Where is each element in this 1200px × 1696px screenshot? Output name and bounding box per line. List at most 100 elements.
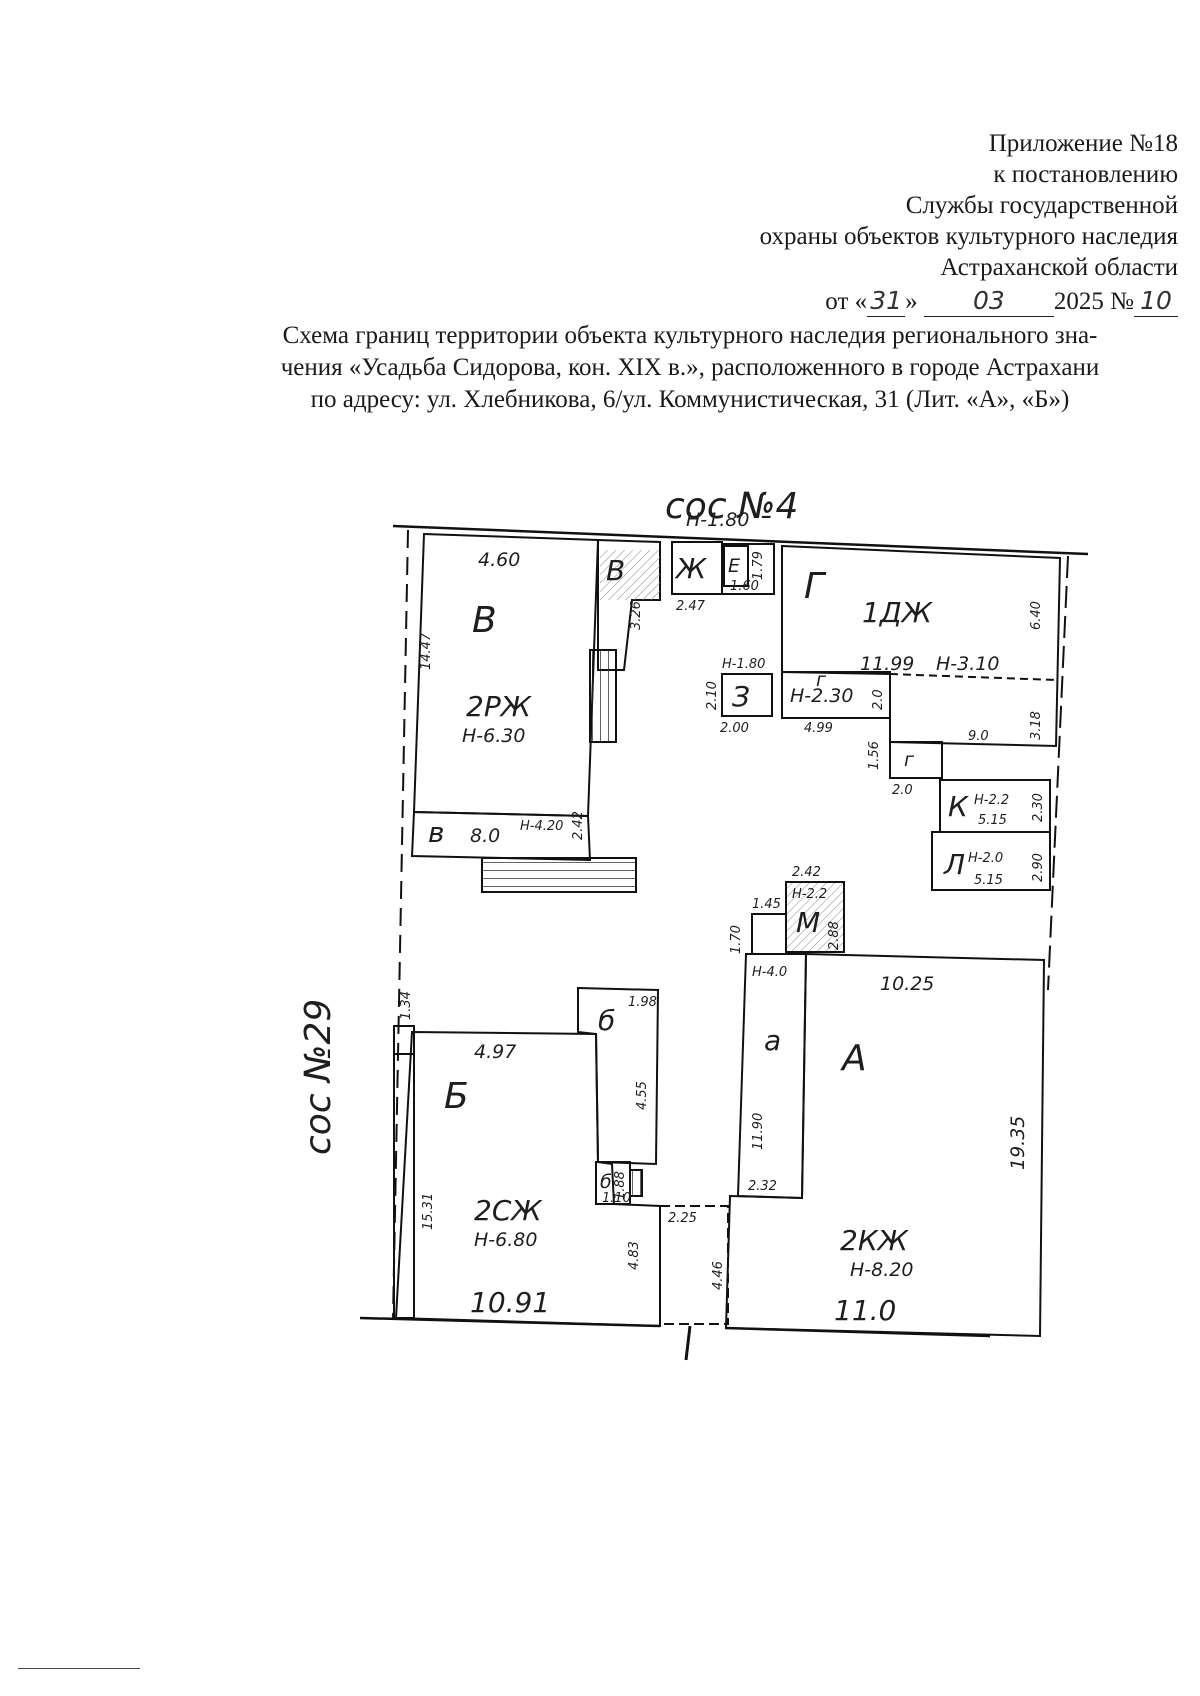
letter-e: Е bbox=[728, 555, 740, 577]
dim-fence: 1.34 bbox=[399, 991, 414, 1020]
height-a: Н-8.20 bbox=[850, 1259, 913, 1281]
annexes-zh-e bbox=[671, 541, 775, 595]
svg-text:coc №29: coc №29 bbox=[298, 999, 339, 1155]
dim-b-bottom: 10.91 bbox=[470, 1286, 550, 1319]
height-a-small: Н-4.0 bbox=[752, 965, 787, 980]
code-1dzh: 1ДЖ bbox=[862, 596, 934, 629]
title-line-1: Схема границ территории объекта культурн… bbox=[282, 322, 1098, 349]
dim-b-annex2-2: 1.88 bbox=[613, 1171, 628, 1200]
dim-l-side: 2.90 bbox=[1031, 853, 1046, 882]
height-b: Н-6.80 bbox=[474, 1229, 537, 1251]
height-v: Н-6.30 bbox=[462, 725, 525, 747]
dim-m-top: 2.42 bbox=[792, 865, 821, 880]
letter-g-annex: г bbox=[816, 669, 827, 691]
date-month: 03 bbox=[923, 285, 1054, 317]
header-line-4: охраны объектов культурного наследия bbox=[759, 223, 1178, 250]
letter-z: З bbox=[732, 680, 750, 713]
dim-m-side: 2.88 bbox=[827, 921, 842, 950]
height-k: Н-2.2 bbox=[974, 793, 1009, 808]
letter-b-annex: б bbox=[598, 1004, 615, 1037]
code-2kzh: 2КЖ bbox=[840, 1224, 910, 1257]
code-2rzh: 2РЖ bbox=[466, 690, 533, 723]
bottom-rule bbox=[18, 1668, 140, 1669]
document-title: Схема границ территории объекта культурн… bbox=[210, 320, 1170, 416]
dim-a-side: 19.35 bbox=[1007, 1116, 1029, 1170]
letter-a: А bbox=[840, 1038, 867, 1079]
dim-zh: 2.47 bbox=[676, 599, 706, 614]
letter-m: М bbox=[796, 906, 820, 939]
dim-b-side: 15.31 bbox=[421, 1193, 436, 1230]
date-number: 10 bbox=[1134, 285, 1178, 317]
code-2szh: 2СЖ bbox=[474, 1194, 543, 1227]
street-label-top: coc №4 bbox=[665, 486, 798, 527]
dim-k-side: 2.30 bbox=[1031, 793, 1046, 822]
dim-e-side: 1.79 bbox=[751, 551, 766, 580]
letter-g: Г bbox=[804, 566, 827, 607]
dim-b-annex2-1: 1.10 bbox=[602, 1191, 631, 1206]
building-a-2kzh bbox=[724, 952, 1046, 1338]
appendix-header: Приложение №18 к постановлению Службы го… bbox=[618, 128, 1178, 317]
dim-b-inner: 4.83 bbox=[627, 1241, 642, 1270]
dim-l: 5.15 bbox=[974, 873, 1003, 888]
building-b-2szh bbox=[393, 986, 729, 1361]
dim-v-top: 4.60 bbox=[478, 549, 520, 571]
dim-b-annex-side: 4.55 bbox=[635, 1081, 650, 1110]
height-l: Н-2.0 bbox=[968, 851, 1003, 866]
title-line-2: чения «Усадьба Сидорова, кон. XIX в.», р… bbox=[280, 354, 1100, 381]
height-g: Н-3.10 bbox=[936, 653, 999, 675]
dim-a-small-side: 11.90 bbox=[751, 1113, 766, 1150]
dim-g-small2: 2.0 bbox=[892, 783, 913, 798]
header-line-1: Приложение №18 bbox=[988, 130, 1178, 157]
date-prefix: от « bbox=[825, 288, 868, 315]
header-line-3: Службы государственной bbox=[905, 192, 1178, 219]
building-m bbox=[751, 881, 845, 955]
dim-top-annex: Н-1.80 bbox=[686, 509, 749, 531]
buildings-k-l bbox=[931, 779, 1051, 891]
dim-g-mid: 11.99 bbox=[860, 653, 914, 675]
letter-ve-annex: В bbox=[606, 554, 625, 587]
street-label-left: coc №29 bbox=[298, 999, 339, 1155]
title-line-3: по адресу: ул. Хлебникова, 6/ул. Коммуни… bbox=[310, 386, 1070, 413]
letter-a-small: а bbox=[764, 1024, 781, 1057]
date-year: 2025 № bbox=[1053, 288, 1134, 315]
dim-e: 1.60 bbox=[730, 579, 759, 594]
dim-v-small: 8.0 bbox=[470, 825, 500, 847]
letter-b: Б bbox=[444, 1076, 469, 1117]
date-mid: » bbox=[905, 288, 918, 315]
letter-zh: Ж bbox=[674, 552, 708, 585]
territory-boundary bbox=[359, 524, 1089, 1338]
dim-g-small2-side: 1.56 bbox=[867, 741, 882, 770]
dim-m-small1: 1.45 bbox=[752, 897, 781, 912]
letter-l: Л bbox=[943, 848, 965, 881]
letter-b-annex2: б bbox=[600, 1171, 612, 1193]
height-z: Н-1.80 bbox=[722, 657, 765, 672]
dim-g-annex-side: 2.0 bbox=[871, 689, 886, 710]
letter-k: К bbox=[948, 790, 969, 823]
dim-v-inner: 3.26 bbox=[629, 601, 644, 630]
letter-v-small: в bbox=[428, 816, 445, 849]
letter-v: В bbox=[472, 600, 497, 641]
dim-g-side2: 3.18 bbox=[1029, 711, 1044, 740]
height-g-annex: Н-2.30 bbox=[790, 685, 853, 707]
letter-g-small: г bbox=[904, 749, 915, 771]
building-g-1dzh bbox=[721, 544, 1062, 779]
dim-b-top: 4.97 bbox=[474, 1041, 516, 1063]
dim-b-annex: 1.98 bbox=[628, 995, 657, 1010]
height-m: Н-2.2 bbox=[792, 887, 827, 902]
dim-a-small-bottom: 2.32 bbox=[748, 1179, 777, 1194]
dim-v-side: 14.47 bbox=[419, 632, 434, 670]
dim-gap-1: 2.25 bbox=[668, 1211, 697, 1226]
building-v-2rzh bbox=[410, 532, 661, 893]
dim-a-bottom: 11.0 bbox=[834, 1294, 896, 1327]
header-line-5: Астраханской области bbox=[940, 254, 1178, 281]
svg-text:coc №4: coc №4 bbox=[665, 486, 798, 527]
dim-a-top: 10.25 bbox=[880, 973, 934, 995]
dim-g-small: 9.0 bbox=[968, 729, 989, 744]
dim-k: 5.15 bbox=[978, 813, 1007, 828]
dim-g-annex: 4.99 bbox=[804, 721, 833, 736]
dim-m-small2: 1.70 bbox=[729, 925, 744, 954]
header-line-2: к постановлению bbox=[993, 161, 1178, 188]
dim-z-side: 2.10 bbox=[705, 681, 720, 710]
